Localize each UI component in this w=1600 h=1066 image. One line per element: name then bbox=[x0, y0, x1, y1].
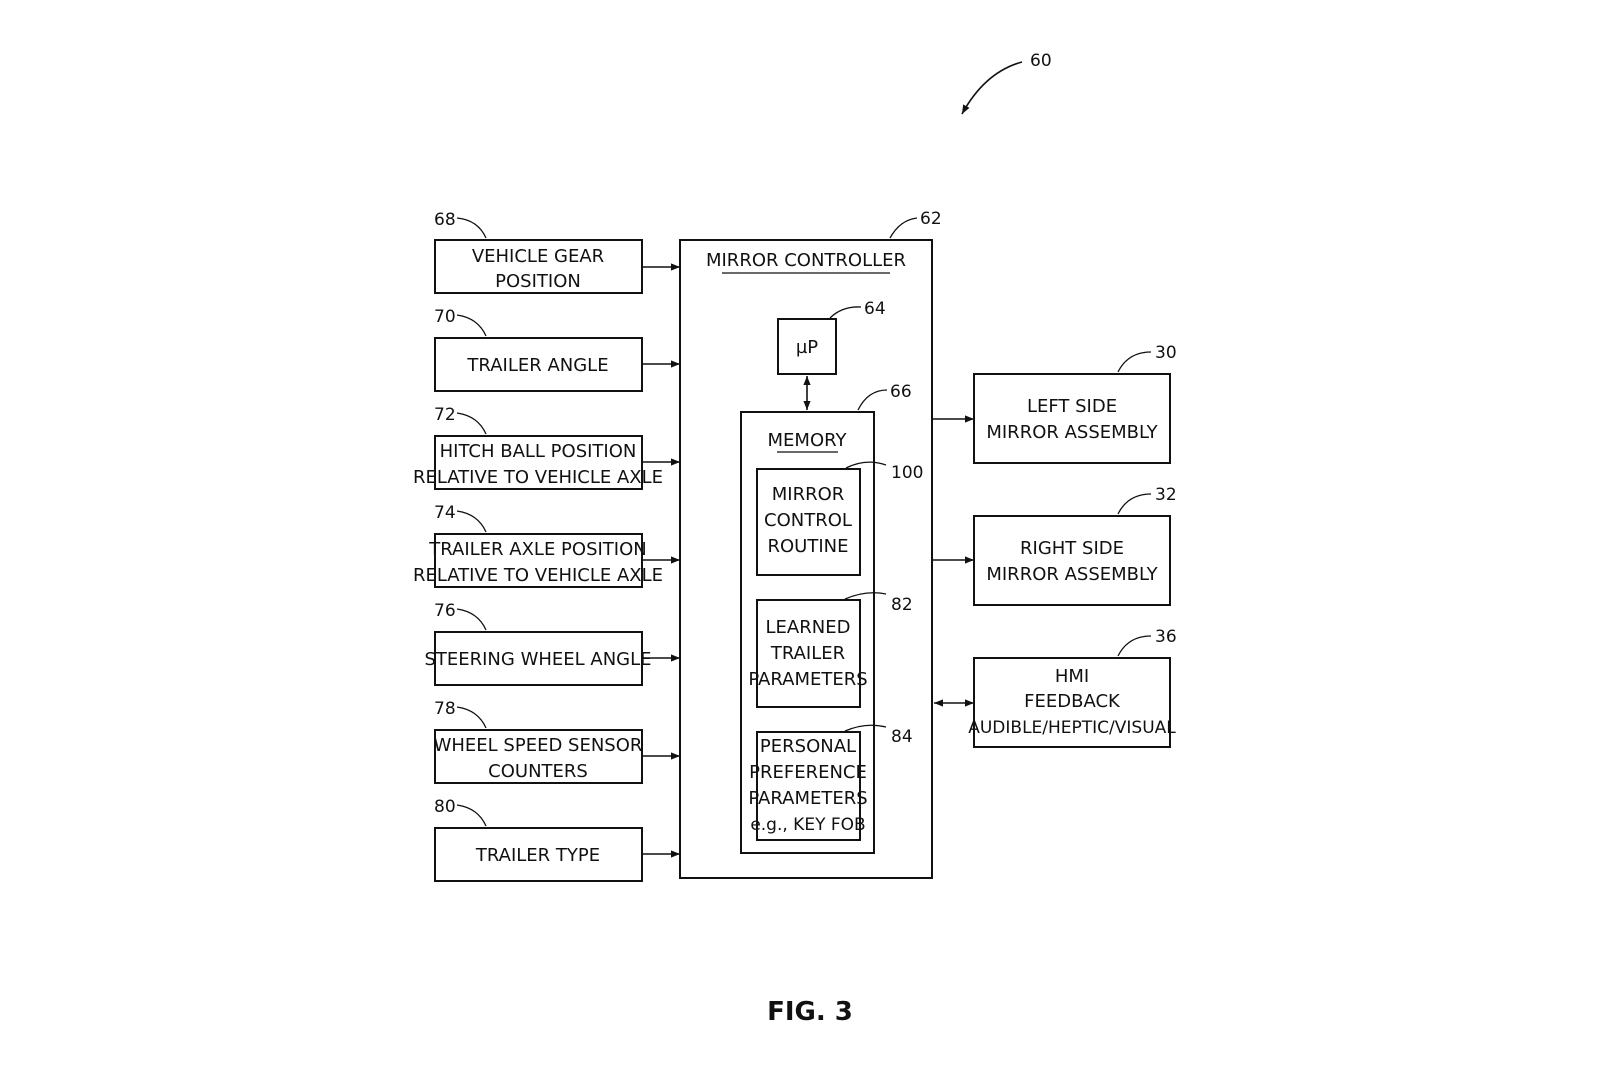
input-ref: 78 bbox=[434, 699, 456, 719]
input-wheel-speed-sensor-counters: WHEEL SPEED SENSOR COUNTERS 78 bbox=[434, 699, 680, 784]
input-steering-wheel-angle: STEERING WHEEL ANGLE 76 bbox=[424, 601, 680, 686]
memory-block-line: e.g., KEY FOB bbox=[750, 815, 865, 835]
processor-ref-leader bbox=[829, 306, 862, 319]
memory-block-learned-trailer-parameters: LEARNED TRAILER PARAMETERS 82 bbox=[748, 592, 913, 708]
memory-block-line: PARAMETERS bbox=[748, 669, 867, 690]
input-ref-leader bbox=[456, 412, 487, 435]
input-box bbox=[434, 435, 643, 490]
input-hitch-ball-position: HITCH BALL POSITION RELATIVE TO VEHICLE … bbox=[413, 405, 680, 490]
memory-block-line: MIRROR bbox=[772, 484, 845, 505]
output-ref-leader bbox=[1117, 493, 1152, 515]
input-trailer-type: TRAILER TYPE 80 bbox=[434, 797, 680, 882]
output-box bbox=[973, 373, 1171, 464]
memory-block-line: LEARNED bbox=[766, 617, 851, 638]
input-box bbox=[434, 337, 643, 392]
input-box bbox=[434, 827, 643, 882]
memory-block-box bbox=[756, 468, 861, 576]
output-line: HMI bbox=[1055, 666, 1089, 687]
output-hmi-feedback: HMI FEEDBACK AUDIBLE/HEPTIC/VISUAL 36 bbox=[934, 627, 1177, 748]
output-ref-leader bbox=[1117, 351, 1152, 373]
processor-box bbox=[777, 318, 837, 375]
memory-ref: 66 bbox=[890, 382, 912, 402]
input-ref: 80 bbox=[434, 797, 456, 817]
figure-caption: FIG. 3 bbox=[767, 997, 853, 1027]
memory-block-box bbox=[756, 731, 861, 841]
input-line: COUNTERS bbox=[488, 761, 588, 782]
memory-block-ref: 100 bbox=[891, 463, 923, 483]
input-trailer-angle: TRAILER ANGLE 70 bbox=[434, 307, 680, 392]
input-line: TRAILER ANGLE bbox=[466, 355, 608, 376]
output-ref: 32 bbox=[1155, 485, 1177, 505]
controller-ref: 62 bbox=[920, 209, 942, 229]
output-right-side-mirror-assembly: RIGHT SIDE MIRROR ASSEMBLY 32 bbox=[932, 485, 1177, 606]
input-ref: 74 bbox=[434, 503, 456, 523]
memory-block-line: ROUTINE bbox=[768, 536, 849, 557]
input-ref: 70 bbox=[434, 307, 456, 327]
input-line: VEHICLE GEAR bbox=[472, 246, 604, 267]
output-ref: 36 bbox=[1155, 627, 1177, 647]
memory-block-ref-leader bbox=[844, 724, 887, 732]
input-box bbox=[434, 239, 643, 294]
output-line: RIGHT SIDE bbox=[1020, 538, 1124, 559]
input-line: TRAILER AXLE POSITION bbox=[428, 539, 647, 560]
input-line: HITCH BALL POSITION bbox=[440, 441, 637, 462]
memory-block-personal-preference-parameters: PERSONAL PREFERENCE PARAMETERS e.g., KEY… bbox=[748, 724, 913, 841]
output-ref-leader bbox=[1117, 635, 1152, 657]
input-vehicle-gear-position: VEHICLE GEAR POSITION 68 bbox=[434, 210, 680, 294]
output-line: LEFT SIDE bbox=[1027, 396, 1117, 417]
input-ref: 68 bbox=[434, 210, 456, 230]
output-box bbox=[973, 657, 1171, 748]
input-ref-leader bbox=[456, 706, 487, 729]
memory-block-line: PARAMETERS bbox=[748, 788, 867, 809]
output-left-side-mirror-assembly: LEFT SIDE MIRROR ASSEMBLY 30 bbox=[932, 343, 1177, 464]
memory-block-ref: 84 bbox=[891, 727, 913, 747]
output-line: FEEDBACK bbox=[1024, 691, 1121, 712]
input-ref-leader bbox=[456, 804, 487, 827]
memory-block-box bbox=[756, 599, 861, 708]
input-ref-leader bbox=[456, 217, 487, 239]
input-line: TRAILER TYPE bbox=[475, 845, 600, 866]
input-line: POSITION bbox=[495, 271, 581, 292]
output-ref: 30 bbox=[1155, 343, 1177, 363]
memory-block-ref-leader bbox=[845, 461, 887, 469]
memory-block-ref: 82 bbox=[891, 595, 913, 615]
input-line: RELATIVE TO VEHICLE AXLE bbox=[413, 467, 663, 488]
processor-label: µP bbox=[796, 337, 818, 358]
processor-ref: 64 bbox=[864, 299, 886, 319]
input-line: RELATIVE TO VEHICLE AXLE bbox=[413, 565, 663, 586]
figure-ref-60: 60 bbox=[1030, 51, 1052, 71]
output-box bbox=[973, 515, 1171, 606]
input-ref-leader bbox=[456, 608, 487, 631]
mirror-controller-title: MIRROR CONTROLLER bbox=[706, 250, 906, 271]
memory-block-line: PERSONAL bbox=[760, 736, 856, 757]
output-line: MIRROR ASSEMBLY bbox=[986, 422, 1158, 443]
input-box bbox=[434, 729, 643, 784]
input-box bbox=[434, 533, 643, 588]
input-ref: 72 bbox=[434, 405, 456, 425]
memory-ref-leader bbox=[857, 389, 888, 411]
memory-block-line: CONTROL bbox=[764, 510, 852, 531]
memory-block-line: TRAILER bbox=[770, 643, 845, 664]
input-ref-leader bbox=[456, 510, 487, 533]
output-line: AUDIBLE/HEPTIC/VISUAL bbox=[968, 718, 1176, 738]
input-box bbox=[434, 631, 643, 686]
input-line: WHEEL SPEED SENSOR bbox=[434, 735, 643, 756]
input-ref-leader bbox=[456, 314, 487, 337]
figure-ref-arrow bbox=[961, 61, 1023, 115]
input-trailer-axle-position: TRAILER AXLE POSITION RELATIVE TO VEHICL… bbox=[413, 503, 680, 588]
memory-block-ref-leader bbox=[844, 592, 887, 600]
input-ref: 76 bbox=[434, 601, 456, 621]
memory-block-mirror-control-routine: MIRROR CONTROL ROUTINE 100 bbox=[756, 461, 923, 576]
input-line: STEERING WHEEL ANGLE bbox=[424, 649, 651, 670]
controller-ref-leader bbox=[889, 217, 918, 239]
memory-block-line: PREFERENCE bbox=[749, 762, 867, 783]
memory-title: MEMORY bbox=[768, 430, 848, 451]
output-line: MIRROR ASSEMBLY bbox=[986, 564, 1158, 585]
